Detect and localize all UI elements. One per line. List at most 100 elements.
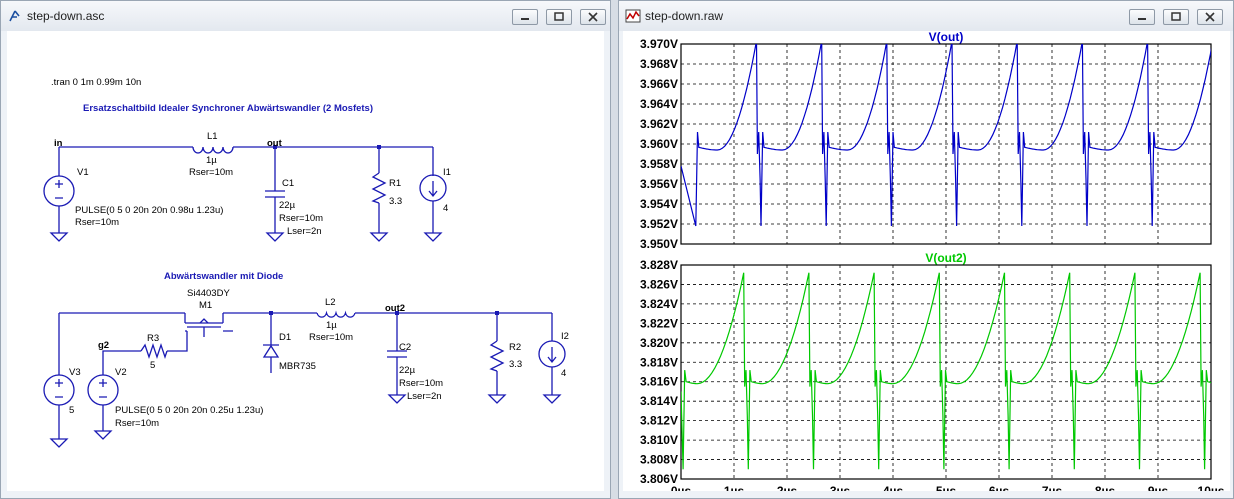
c2-name: C2 bbox=[399, 342, 411, 353]
trace-title[interactable]: V(out2) bbox=[925, 251, 966, 265]
waveform-window[interactable]: step-down.raw 3.970V 3.968V 3.966V 3.964V 3.… bbox=[618, 0, 1234, 499]
y-tick-label: 3.964V bbox=[640, 97, 678, 111]
l2-inductor[interactable] bbox=[316, 310, 356, 318]
junction bbox=[395, 311, 399, 315]
r3-name: R3 bbox=[147, 333, 159, 344]
ground-symbol bbox=[93, 430, 113, 440]
tran-directive[interactable]: .tran 0 1m 0.99m 10n bbox=[51, 77, 141, 88]
wire[interactable] bbox=[102, 330, 233, 375]
plus-icon bbox=[99, 379, 107, 398]
ground-symbol bbox=[542, 394, 562, 404]
r3-resistor[interactable] bbox=[140, 342, 168, 360]
x-tick-label: 8µs bbox=[1095, 484, 1116, 491]
wire[interactable] bbox=[58, 201, 434, 233]
i1-name: I1 bbox=[443, 167, 451, 178]
y-tick-label: 3.960V bbox=[640, 137, 678, 151]
v1-source[interactable] bbox=[43, 175, 75, 207]
r2-resistor[interactable] bbox=[489, 340, 505, 372]
plot-pane-1[interactable]: 3.970V3.968V3.966V3.964V3.962V3.960V3.95… bbox=[640, 30, 1220, 251]
y-tick-label: 3.812V bbox=[640, 414, 678, 428]
close-button[interactable] bbox=[1197, 9, 1223, 25]
waveform-plots[interactable]: 3.970V3.968V3.966V3.964V3.962V3.960V3.95… bbox=[623, 30, 1230, 498]
ground-symbol bbox=[49, 232, 69, 242]
plot-pane-2[interactable]: 3.828V3.826V3.824V3.822V3.820V3.818V3.81… bbox=[640, 251, 1225, 498]
schematic-app-icon bbox=[9, 10, 20, 22]
schematic-window[interactable]: step-down.asc bbox=[0, 0, 611, 499]
l1-rser: Rser=10m bbox=[189, 167, 233, 178]
c1-name: C1 bbox=[282, 178, 294, 189]
r1-resistor[interactable] bbox=[371, 172, 387, 204]
net-label-g2: g2 bbox=[98, 340, 109, 351]
d1-diode[interactable] bbox=[262, 341, 280, 361]
maximize-button[interactable] bbox=[1163, 9, 1189, 25]
c1-capacitor[interactable] bbox=[265, 190, 285, 201]
d1-model: MBR735 bbox=[279, 361, 316, 372]
y-tick-label: 3.966V bbox=[640, 77, 678, 91]
maximize-icon bbox=[554, 12, 564, 21]
heading-diode[interactable]: Abwärtswandler mit Diode bbox=[164, 271, 283, 282]
x-tick-label: 2µs bbox=[777, 484, 798, 491]
v3-source[interactable] bbox=[43, 374, 75, 406]
ground-symbol bbox=[487, 394, 507, 404]
minimize-button[interactable] bbox=[1129, 9, 1155, 25]
l2-rser: Rser=10m bbox=[309, 332, 353, 343]
y-tick-label: 3.818V bbox=[640, 355, 678, 369]
net-label-out2: out2 bbox=[385, 303, 405, 314]
r2-value: 3.3 bbox=[509, 359, 522, 370]
d1-name: D1 bbox=[279, 332, 291, 343]
waveform-titlebar[interactable]: step-down.raw bbox=[619, 1, 1233, 31]
i2-source[interactable] bbox=[538, 340, 566, 368]
minimize-button[interactable] bbox=[512, 9, 538, 25]
y-tick-label: 3.808V bbox=[640, 453, 678, 467]
l1-value: 1µ bbox=[206, 155, 217, 166]
y-tick-label: 3.810V bbox=[640, 433, 678, 447]
x-tick-label: 0µs bbox=[671, 484, 692, 491]
y-tick-label: 3.816V bbox=[640, 375, 678, 389]
r1-value: 3.3 bbox=[389, 196, 402, 207]
x-tick-label: 7µs bbox=[1042, 484, 1063, 491]
ground-symbol bbox=[387, 394, 407, 404]
x-tick-label: 1µs bbox=[724, 484, 745, 491]
minimize-icon bbox=[521, 18, 529, 20]
v2-name: V2 bbox=[115, 367, 127, 378]
v1-rser: Rser=10m bbox=[75, 217, 119, 228]
y-tick-label: 3.970V bbox=[640, 37, 678, 51]
c1-lser: Lser=2n bbox=[287, 226, 322, 237]
i1-value: 4 bbox=[443, 203, 448, 214]
ground-symbol bbox=[49, 438, 69, 448]
wire[interactable] bbox=[58, 146, 434, 191]
trace-vout2[interactable] bbox=[681, 272, 1219, 470]
v1-name: V1 bbox=[77, 167, 89, 178]
y-tick-label: 3.968V bbox=[640, 57, 678, 71]
i1-source[interactable] bbox=[419, 174, 447, 202]
close-button[interactable] bbox=[580, 9, 606, 25]
y-tick-label: 3.828V bbox=[640, 258, 678, 272]
heading-synchronous[interactable]: Ersatzschaltbild Idealer Synchroner Abwä… bbox=[83, 103, 373, 114]
v3-value: 5 bbox=[69, 405, 74, 416]
wire[interactable] bbox=[58, 361, 553, 439]
c2-lser: Lser=2n bbox=[407, 391, 442, 402]
v2-source[interactable] bbox=[87, 374, 119, 406]
y-tick-label: 3.952V bbox=[640, 217, 678, 231]
r1-name: R1 bbox=[389, 178, 401, 189]
plus-icon bbox=[55, 180, 63, 199]
v2-pulse: PULSE(0 5 0 20n 20n 0.25u 1.23u) bbox=[115, 405, 263, 416]
c2-value: 22µ bbox=[399, 365, 416, 376]
m1-mosfet[interactable] bbox=[184, 313, 224, 337]
schematic-titlebar[interactable]: step-down.asc bbox=[1, 1, 610, 31]
x-tick-label: 9µs bbox=[1148, 484, 1169, 491]
junction bbox=[377, 145, 381, 149]
arrow-down-icon bbox=[547, 347, 557, 364]
maximize-button[interactable] bbox=[546, 9, 572, 25]
schematic-canvas[interactable]: .tran 0 1m 0.99m 10n Ersatzschaltbild Id… bbox=[7, 31, 604, 491]
trace-title[interactable]: V(out) bbox=[929, 30, 964, 44]
i2-name: I2 bbox=[561, 331, 569, 342]
y-tick-label: 3.826V bbox=[640, 277, 678, 291]
c2-capacitor[interactable] bbox=[387, 350, 407, 377]
l1-inductor[interactable] bbox=[192, 146, 234, 154]
y-tick-label: 3.958V bbox=[640, 157, 678, 171]
schematic-drawing[interactable]: .tran 0 1m 0.99m 10n Ersatzschaltbild Id… bbox=[7, 31, 604, 491]
trace-vout[interactable] bbox=[681, 41, 1220, 227]
m1-model: Si4403DY bbox=[187, 288, 230, 299]
